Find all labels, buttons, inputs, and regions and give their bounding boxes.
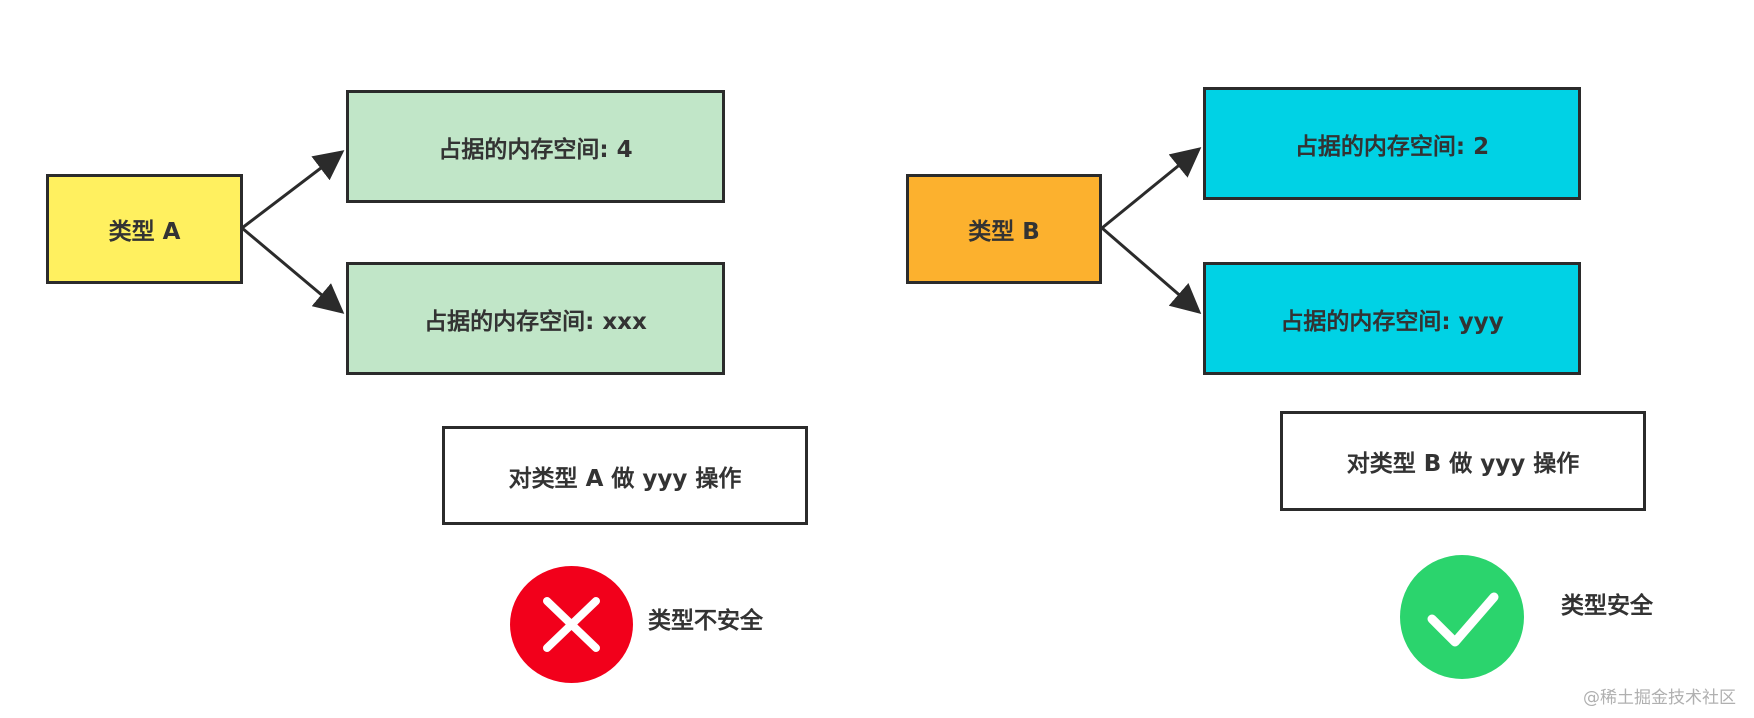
memory-a-bottom-box: 占据的内存空间: xxx [346,262,725,375]
memory-a-top-box: 占据的内存空间: 4 [346,90,725,203]
type-a-box: 类型 A [46,174,243,284]
operation-b-box: 对类型 B 做 yyy 操作 [1280,411,1646,511]
verdict-b-label: 类型安全 [1561,593,1653,619]
operation-a-box: 对类型 A 做 yyy 操作 [442,426,808,525]
type-a-label: 类型 A [108,219,181,245]
type-b-box: 类型 B [906,174,1102,284]
type-b-label: 类型 B [968,219,1040,245]
memory-b-top-label: 占据的内存空间: 2 [1294,133,1490,160]
memory-a-bottom-label: 占据的内存空间: xxx [424,308,647,335]
memory-b-top-box: 占据的内存空间: 2 [1203,87,1581,200]
operation-b-label: 对类型 B 做 yyy 操作 [1346,451,1580,477]
arrow-a-top [241,150,345,230]
memory-a-top-label: 占据的内存空间: 4 [438,136,633,163]
arrow-b-top [1101,147,1202,230]
watermark: @稀土掘金技术社区 [1583,688,1736,708]
check-icon [1400,555,1524,679]
memory-b-bottom-label: 占据的内存空间: yyy [1280,308,1504,335]
verdict-a-label: 类型不安全 [648,608,763,634]
cross-icon [510,566,633,683]
arrow-b-bottom [1101,226,1202,314]
arrow-a-bottom [241,226,345,314]
operation-a-label: 对类型 A 做 yyy 操作 [508,465,742,492]
memory-b-bottom-box: 占据的内存空间: yyy [1203,262,1581,375]
